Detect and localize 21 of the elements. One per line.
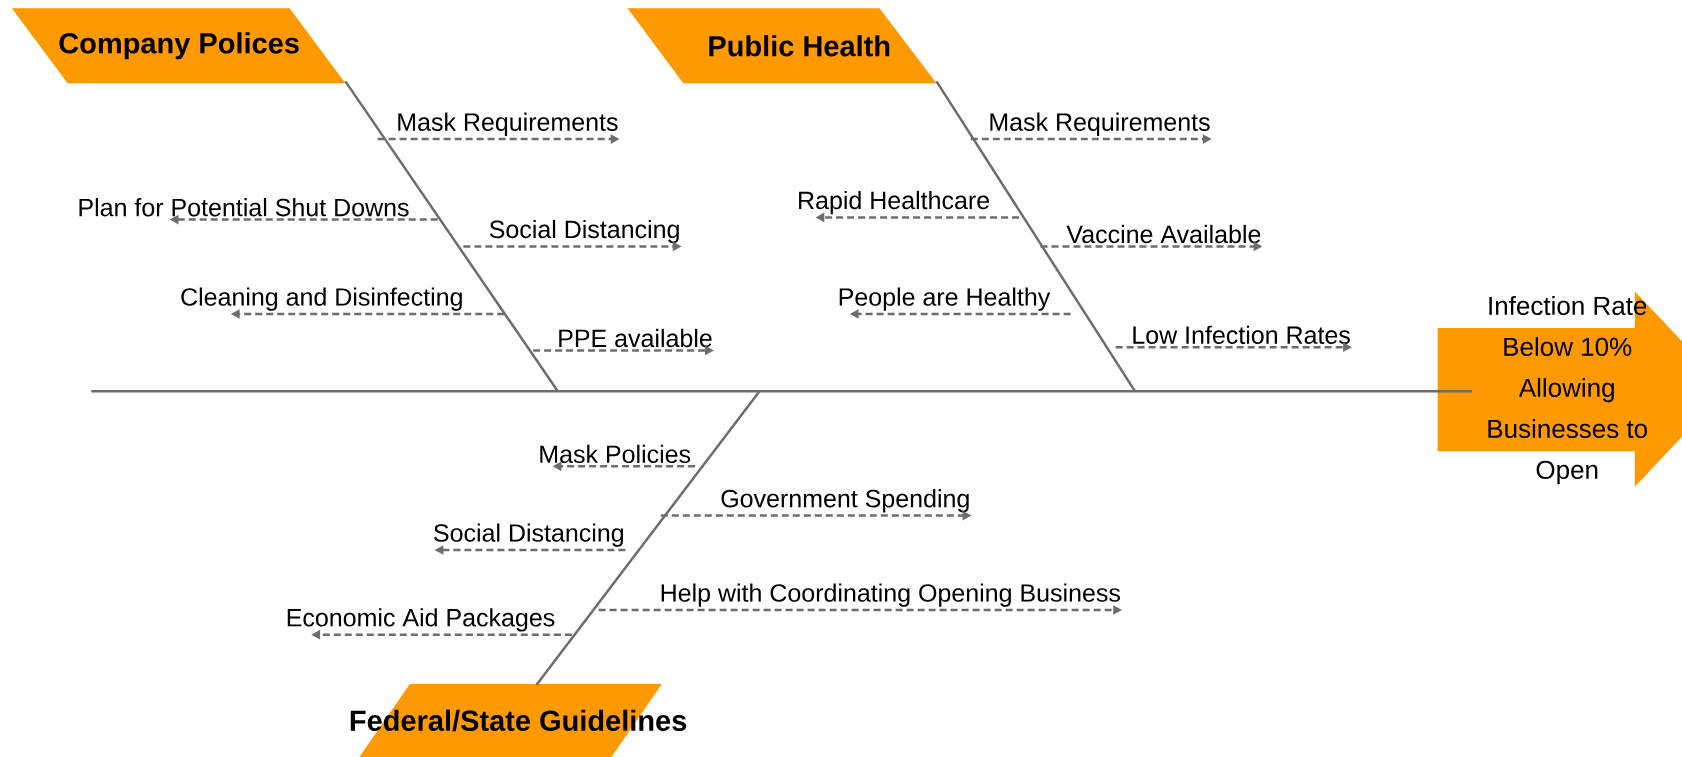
cause-label: Mask Policies	[540, 444, 691, 464]
cause-label: Government Spending	[721, 489, 969, 513]
cause-label: People are Healthy	[839, 287, 1051, 311]
cause-label: PPE available	[559, 328, 712, 348]
cause-label: Low Infection Rates	[1133, 325, 1350, 344]
cause-label: Rapid Healthcare	[799, 190, 989, 215]
cause-label: Plan for Potential Shut Downs	[79, 198, 409, 217]
cause-label: Help with Coordinating Opening Business	[661, 583, 1120, 607]
cause-label: Social Distancing	[489, 219, 679, 244]
cause-label: Economic Aid Packages	[287, 608, 555, 632]
cause-label: Vaccine Available	[1066, 224, 1261, 244]
bone-line	[935, 80, 1136, 392]
bone-line	[344, 80, 559, 392]
cause-label: Cleaning and Disinfecting	[181, 287, 462, 311]
category-box: Public Health	[627, 8, 937, 84]
cause-label: Mask Requirements	[398, 112, 618, 136]
bone-line	[535, 390, 761, 686]
category-box: Company Polices	[11, 8, 346, 84]
cause-label: Social Distancing	[434, 523, 623, 547]
cause-label: Mask Requirements	[990, 112, 1210, 136]
spine-line	[91, 389, 1472, 393]
